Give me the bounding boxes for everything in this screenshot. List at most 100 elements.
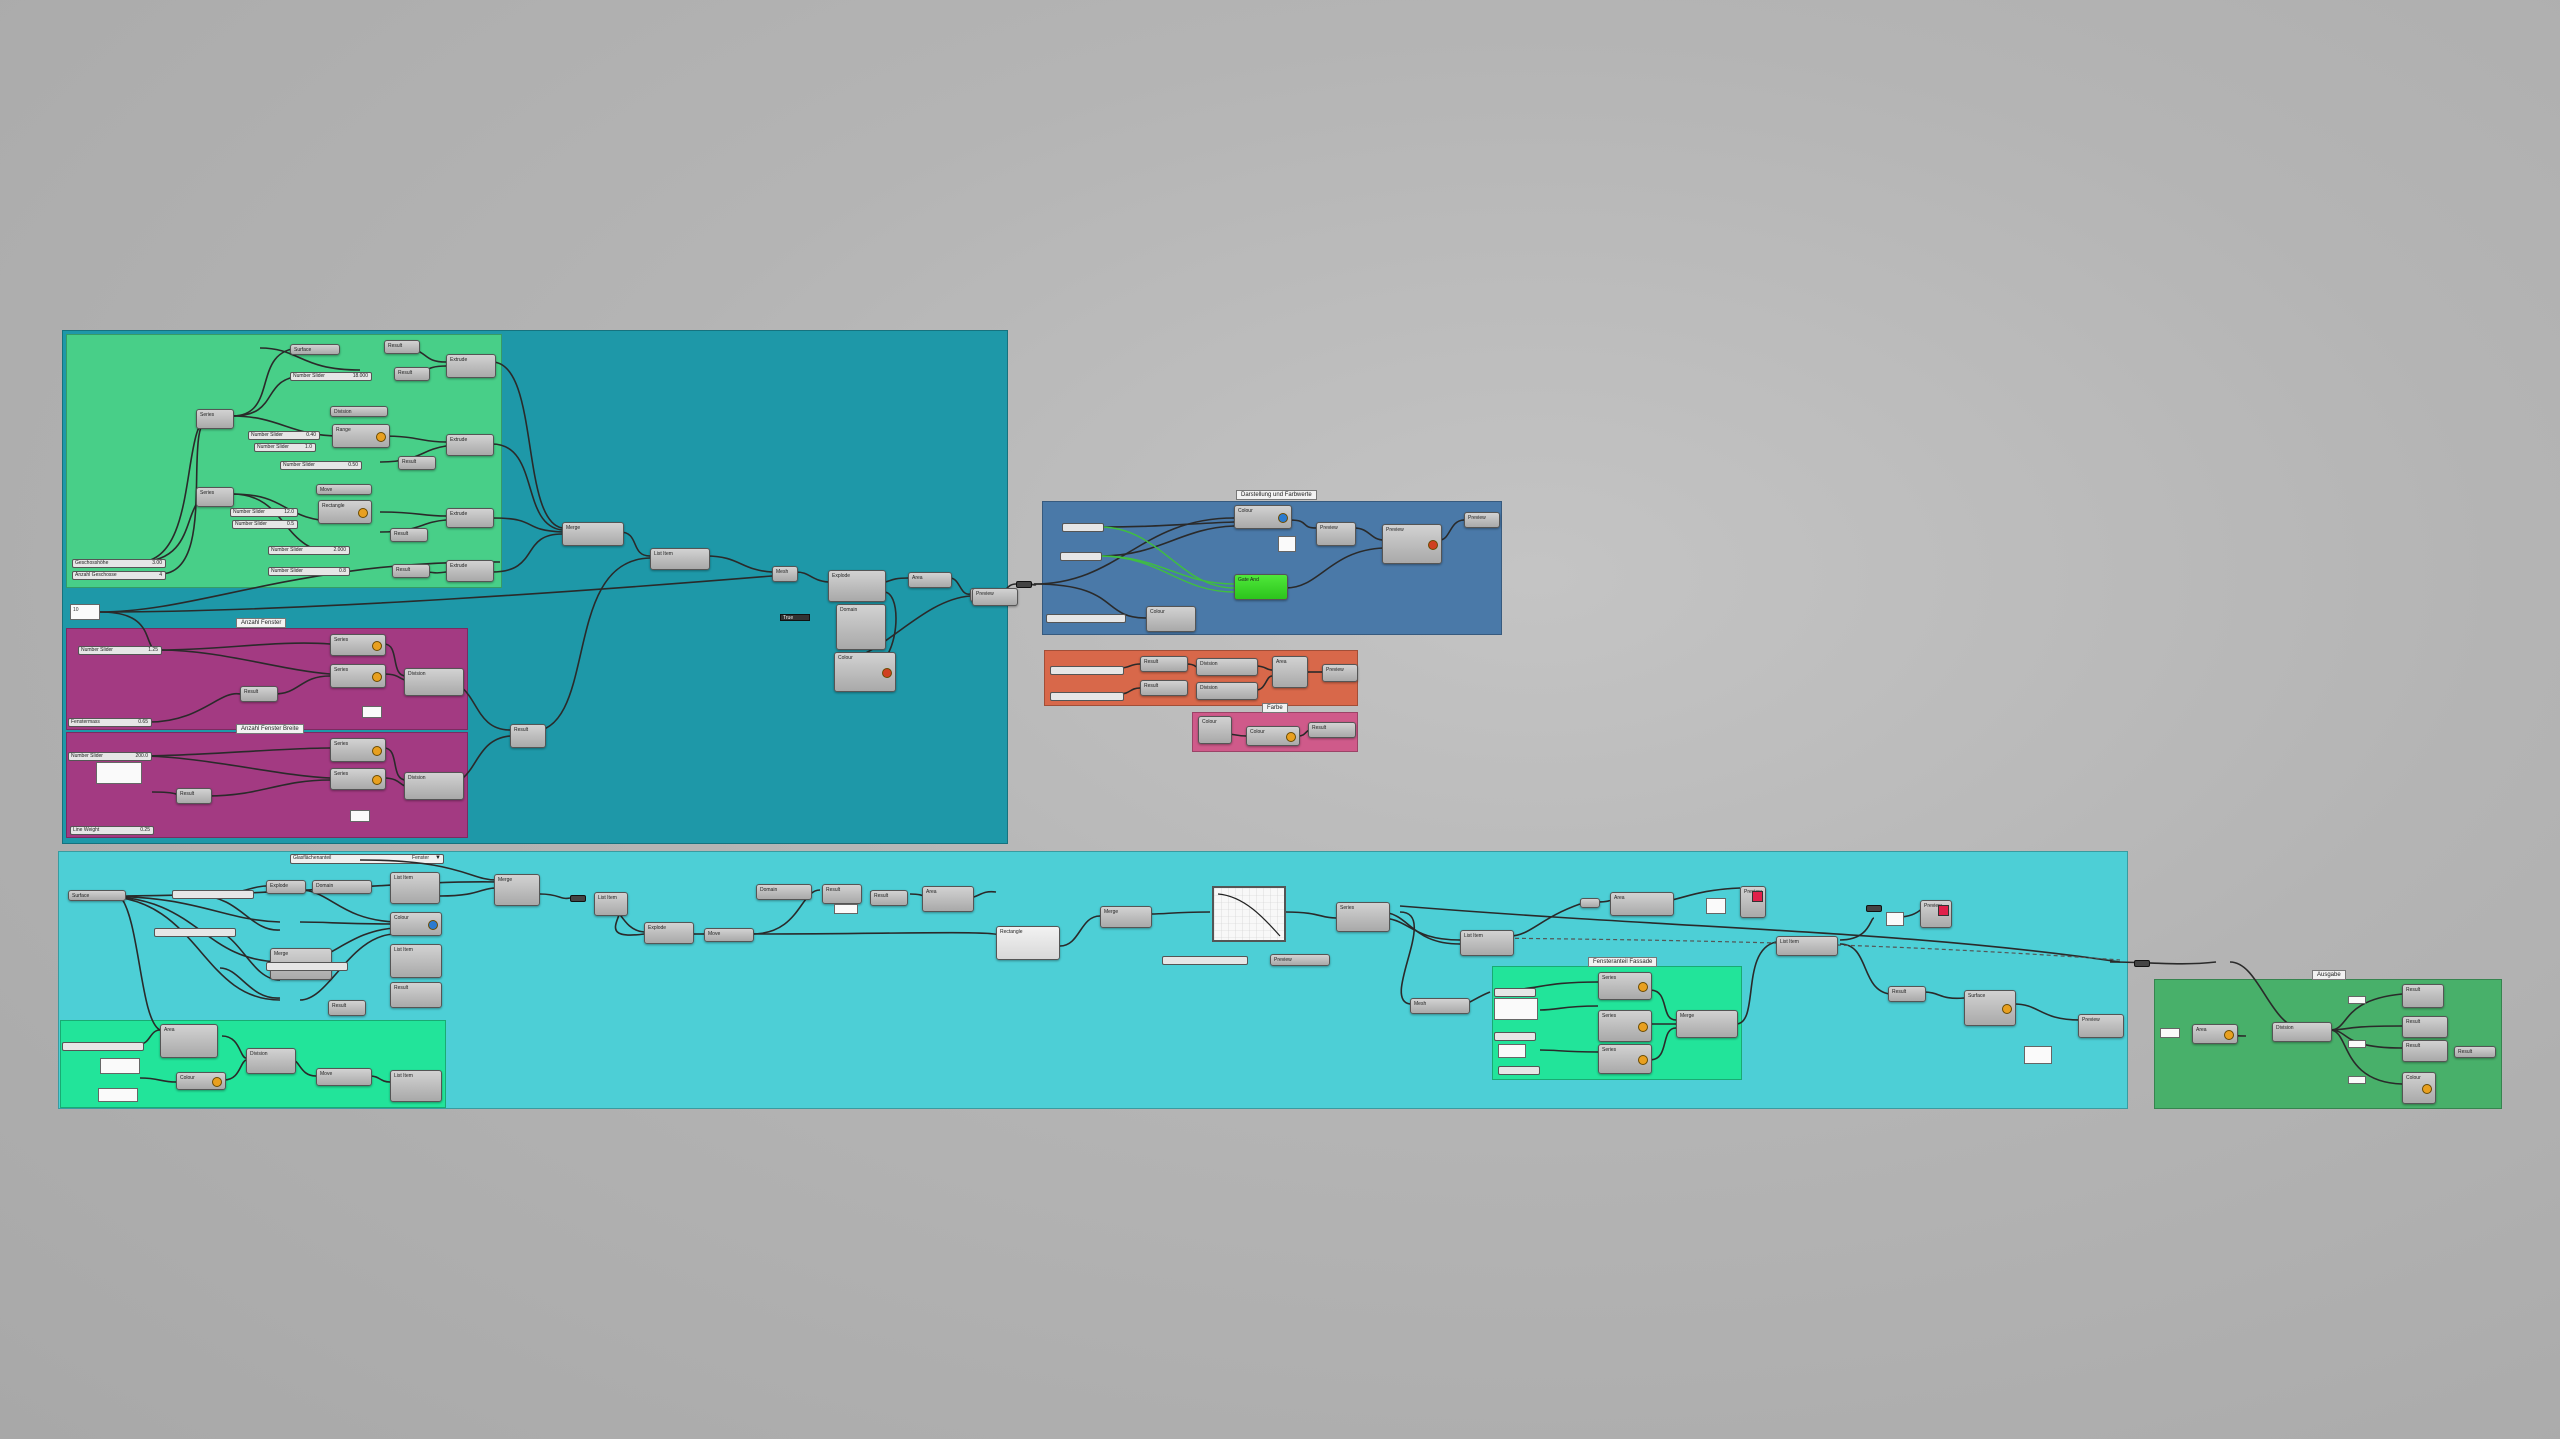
- area-component[interactable]: Area: [1610, 892, 1674, 916]
- area-component[interactable]: Area: [908, 572, 952, 588]
- area-component[interactable]: Area: [922, 886, 974, 912]
- number-panel[interactable]: [100, 1058, 140, 1074]
- series-component[interactable]: Series: [330, 768, 386, 790]
- preview-component[interactable]: Preview: [2078, 1014, 2124, 1038]
- preview-component[interactable]: Preview: [1322, 664, 1358, 682]
- merge-component[interactable]: Merge: [562, 522, 624, 546]
- domain-component[interactable]: Domain: [756, 884, 812, 900]
- division-component[interactable]: Division: [330, 406, 388, 417]
- number-panel[interactable]: [834, 904, 858, 914]
- move-component[interactable]: Move: [704, 928, 754, 942]
- number-panel[interactable]: [98, 1088, 138, 1102]
- custom-preview-component[interactable]: Preview: [1740, 886, 1766, 918]
- result-component[interactable]: Result: [1308, 722, 1356, 738]
- colour-component[interactable]: Colour: [176, 1072, 226, 1090]
- colour-component[interactable]: Colour: [1198, 716, 1232, 744]
- list-item-component[interactable]: List Item: [650, 548, 710, 570]
- move-component[interactable]: Move: [316, 1068, 372, 1086]
- result-component[interactable]: Result: [394, 367, 430, 381]
- colour-component[interactable]: Colour: [1146, 606, 1196, 632]
- extrude-component[interactable]: Extrude: [446, 508, 494, 528]
- division-component[interactable]: Division: [2272, 1022, 2332, 1042]
- value-component[interactable]: Result: [1140, 656, 1188, 672]
- preview-component[interactable]: Preview: [972, 588, 1018, 606]
- value-component[interactable]: Result: [1140, 680, 1188, 696]
- number-panel[interactable]: [2348, 996, 2366, 1004]
- multiply-component[interactable]: Area: [1272, 656, 1308, 688]
- number-slider[interactable]: [266, 962, 348, 971]
- gate-and-component[interactable]: Gate And: [1234, 574, 1288, 600]
- number-slider[interactable]: [1494, 988, 1536, 997]
- extrude-component[interactable]: Extrude: [446, 354, 496, 378]
- result-component[interactable]: Result: [510, 724, 546, 748]
- rectangle-component[interactable]: Rectangle: [996, 926, 1060, 960]
- division-component[interactable]: Division: [1196, 682, 1258, 700]
- list-item-component[interactable]: List Item: [594, 892, 628, 916]
- number-panel[interactable]: [2348, 1040, 2366, 1048]
- series-component[interactable]: Series: [330, 634, 386, 656]
- evaluate-component[interactable]: Surface: [1964, 990, 2016, 1026]
- explode-component[interactable]: Explode: [266, 880, 306, 894]
- polyline-component[interactable]: Mesh: [1410, 998, 1470, 1014]
- merge-component[interactable]: Merge: [1100, 906, 1152, 928]
- range-component[interactable]: Range: [332, 424, 390, 448]
- series-component[interactable]: Series: [330, 738, 386, 762]
- number-slider[interactable]: [1498, 1066, 1540, 1075]
- relay-node[interactable]: [1016, 581, 1032, 588]
- extrude-component[interactable]: Extrude: [446, 434, 494, 456]
- number-panel[interactable]: [2348, 1076, 2366, 1084]
- number-panel[interactable]: [1278, 536, 1296, 552]
- custom-preview-component[interactable]: Preview: [1382, 524, 1442, 564]
- gradient-component[interactable]: Colour: [1234, 505, 1292, 529]
- number-panel[interactable]: [350, 810, 370, 822]
- number-slider[interactable]: [62, 1042, 144, 1051]
- number-slider[interactable]: [1046, 614, 1126, 623]
- number-panel[interactable]: [1494, 998, 1538, 1020]
- list-item-component[interactable]: List Item: [390, 944, 442, 978]
- result-component[interactable]: Result: [2454, 1046, 2496, 1058]
- division-component[interactable]: Division: [1196, 658, 1258, 676]
- panel-component[interactable]: Surface: [290, 344, 340, 355]
- result-component[interactable]: Result: [822, 884, 862, 904]
- division-component[interactable]: Division: [246, 1048, 296, 1074]
- result-component[interactable]: Result: [390, 528, 428, 542]
- relay-node[interactable]: [2134, 960, 2150, 967]
- relay-node[interactable]: [570, 895, 586, 902]
- result-component[interactable]: Result: [384, 340, 420, 354]
- colour-component[interactable]: Colour: [2402, 1072, 2436, 1104]
- list-item-component[interactable]: List Item: [390, 872, 440, 904]
- number-panel[interactable]: [1886, 912, 1904, 926]
- number-panel[interactable]: 10: [70, 604, 100, 620]
- result-component[interactable]: Result: [2402, 984, 2444, 1008]
- result-component[interactable]: Result: [176, 788, 212, 804]
- number-slider[interactable]: [1062, 523, 1104, 532]
- number-slider[interactable]: [172, 890, 254, 899]
- merge-component[interactable]: Merge: [1676, 1010, 1738, 1038]
- division-component[interactable]: Division: [404, 772, 464, 800]
- result-component[interactable]: Result: [870, 890, 908, 906]
- domain-component[interactable]: Domain: [312, 880, 372, 894]
- preview-component[interactable]: Preview: [1316, 522, 1356, 546]
- list-item-component[interactable]: List Item: [390, 1070, 442, 1102]
- series-component[interactable]: Series: [1598, 1044, 1652, 1074]
- result-component[interactable]: Result: [1888, 986, 1926, 1002]
- series-component[interactable]: Series: [196, 409, 234, 429]
- value-list-dropdown[interactable]: Glasflächenanteil Fenster ▼: [290, 854, 444, 864]
- result-component[interactable]: Result: [328, 1000, 366, 1016]
- colour-component[interactable]: Colour: [834, 652, 896, 692]
- list-item-component[interactable]: List Item: [1460, 930, 1514, 956]
- number-slider[interactable]: [154, 928, 236, 937]
- number-slider[interactable]: [1050, 692, 1124, 701]
- result-component[interactable]: Result: [392, 564, 430, 578]
- number-panel[interactable]: [362, 706, 382, 718]
- result-component[interactable]: Result: [398, 456, 436, 470]
